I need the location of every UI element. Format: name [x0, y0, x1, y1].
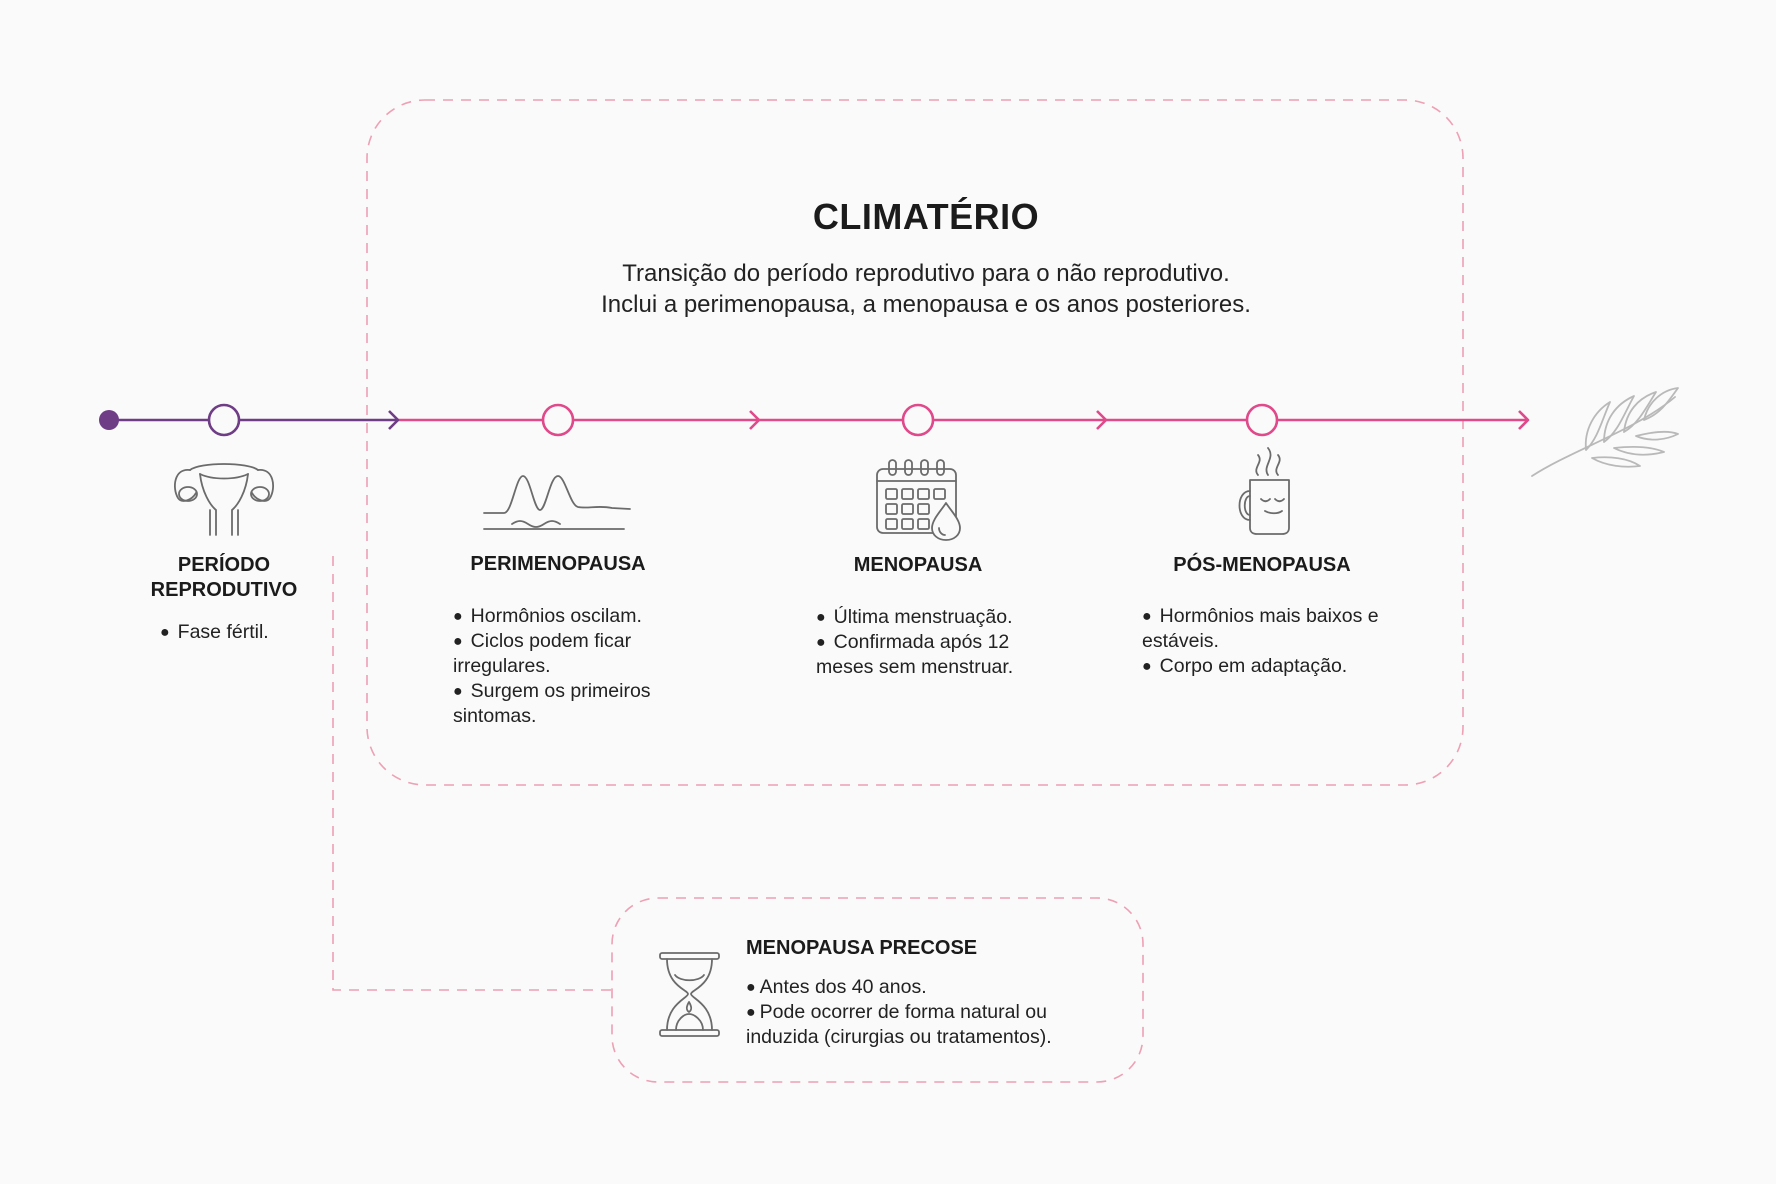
stage-label-line: PERÍODO	[177, 554, 271, 576]
climaterio-description: Transição do período reprodutivo para o …	[0, 258, 1776, 320]
bullet-dot-icon: ●	[746, 1004, 756, 1021]
calendar-drop-icon	[876, 459, 961, 541]
stage-label-line: PERIMENOPAUSA	[470, 553, 646, 575]
bullet-text: Última menstruação.	[833, 606, 1013, 628]
bullet-text: Hormônios oscilam.	[470, 605, 642, 627]
bullet-text: Pode ocorrer de forma natural ou induzid…	[746, 1001, 1052, 1048]
timeline-chevron-icon	[749, 410, 761, 430]
bullet-dot-icon: ●	[453, 608, 463, 625]
stage-label-periodo-reprodutivo: PERÍODO REPRODUTIVO	[124, 553, 324, 603]
bullet-item: ● Última menstruação.	[816, 605, 1030, 630]
uterus-icon	[174, 463, 274, 536]
bullet-item: ●Confirmada após 12 meses sem menstruar.	[816, 630, 1030, 680]
bullet-item: ● Hormônios oscilam.	[453, 604, 675, 629]
bullet-item: ●Surgem os primeiros sintomas.	[453, 679, 675, 729]
timeline-node	[541, 403, 575, 437]
bullet-text: Fase fértil.	[177, 621, 269, 643]
bullet-dot-icon: ●	[746, 979, 756, 996]
bullet-item: ● Fase fértil.	[160, 620, 360, 645]
stage-label-line: PÓS-MENOPAUSA	[1173, 554, 1351, 576]
stage-bullets-menopausa: ●Última menstruação. ●Confirmada após 12…	[816, 605, 1030, 680]
tea-mug-icon	[1238, 447, 1290, 535]
timeline-node	[207, 403, 241, 437]
precoce-title: MENOPAUSA PRECOSE	[746, 937, 978, 959]
precoce-bullets: ●Antes dos 40 anos. ●Pode ocorrer de for…	[746, 975, 1121, 1050]
timeline-chevron-icon	[388, 410, 400, 430]
stage-label-menopausa: MENOPAUSA	[818, 553, 1018, 578]
bullet-text: Antes dos 40 anos.	[759, 976, 927, 998]
bullet-text: Confirmada após 12 meses sem menstruar.	[816, 631, 1014, 678]
bullet-item: ●Antes dos 40 anos.	[746, 975, 1121, 1000]
precoce-connector	[332, 556, 612, 991]
stage-label-pos-menopausa: PÓS-MENOPAUSA	[1142, 553, 1382, 578]
climaterio-description-line: Transição do período reprodutivo para o …	[622, 260, 1230, 287]
timeline-node	[901, 403, 935, 437]
stage-bullets-pos-menopausa: ●Hormônios mais baixos e estáveis. ●Corp…	[1142, 604, 1382, 679]
bullet-item: ●Pode ocorrer de forma natural ou induzi…	[746, 1000, 1121, 1050]
timeline-chevron-icon	[1096, 410, 1108, 430]
hourglass-icon	[659, 952, 720, 1037]
bullet-dot-icon: ●	[160, 624, 170, 641]
leaf-icon	[1531, 387, 1679, 477]
climaterio-title: CLIMATÉRIO	[812, 196, 1040, 237]
bullet-text: Hormônios mais baixos e estáveis.	[1142, 605, 1379, 652]
precoce-dashed-frame	[611, 897, 1144, 1083]
stage-label-line: REPRODUTIVO	[150, 579, 298, 601]
bullet-item: ● Corpo em adaptação.	[1142, 654, 1382, 679]
bullet-item: ●Hormônios mais baixos e estáveis.	[1142, 604, 1382, 654]
bullet-text: Ciclos podem ficar irregulares.	[453, 630, 632, 677]
hormone-wave-icon	[483, 475, 631, 530]
bullet-dot-icon: ●	[1142, 658, 1152, 675]
bullet-text: Surgem os primeiros sintomas.	[453, 680, 651, 727]
climaterio-dashed-frame	[366, 99, 1464, 786]
timeline-end-arrow-icon	[1518, 410, 1530, 430]
stage-label-perimenopausa: PERIMENOPAUSA	[438, 552, 678, 577]
bullet-item: ●Ciclos podem ficar irregulares.	[453, 629, 675, 679]
bullet-text: Corpo em adaptação.	[1159, 655, 1348, 677]
timeline-node	[1245, 403, 1279, 437]
stage-bullets-periodo-reprodutivo: ● Fase fértil.	[160, 620, 360, 645]
bullet-dot-icon: ●	[816, 634, 826, 651]
stage-bullets-perimenopausa: ●Hormônios oscilam. ●Ciclos podem ficar …	[453, 604, 675, 729]
bullet-dot-icon: ●	[816, 609, 826, 626]
stage-label-line: MENOPAUSA	[853, 554, 983, 576]
timeline-start-dot	[99, 410, 119, 430]
bullet-dot-icon: ●	[1142, 608, 1152, 625]
bullet-dot-icon: ●	[453, 633, 463, 650]
climaterio-description-line: Inclui a perimenopausa, a menopausa e os…	[601, 291, 1251, 318]
bullet-dot-icon: ●	[453, 683, 463, 700]
